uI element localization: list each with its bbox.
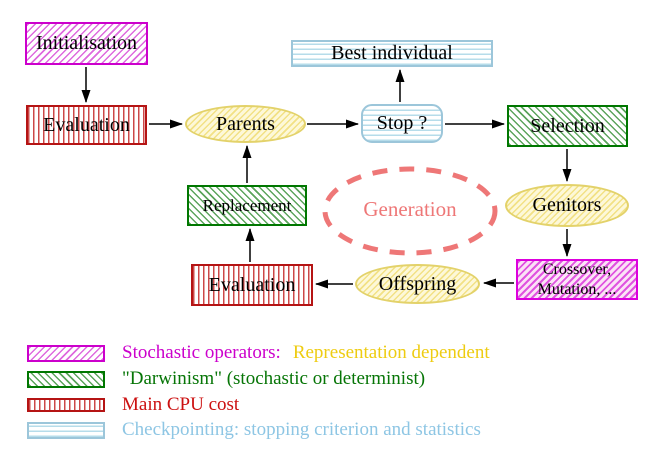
legend-row-checkpointing: Checkpointing: stopping criterion and st… bbox=[27, 419, 481, 441]
legend-swatch-green-diagonal-hatch bbox=[27, 370, 105, 388]
node-offspring-label: Offspring bbox=[378, 272, 457, 295]
legend-swatch-cyan-horizontal-hatch bbox=[27, 421, 105, 439]
node-genitors-label: Genitors bbox=[532, 194, 602, 216]
generation-cycle-ellipse bbox=[322, 166, 498, 256]
node-evaluation-bottom-label: Evaluation bbox=[208, 273, 296, 296]
legend-row-main-cpu-cost: Main CPU cost bbox=[27, 394, 239, 416]
node-parents: Parents bbox=[185, 105, 306, 143]
node-evaluation-top-label: Evaluation bbox=[43, 113, 130, 136]
node-stop: Stop ? bbox=[361, 104, 443, 143]
node-replacement: Replacement bbox=[187, 185, 307, 226]
legend-swatch-red-vertical-hatch bbox=[27, 398, 105, 412]
legend-swatch-magenta-diagonal-hatch bbox=[27, 344, 105, 362]
node-parents-label: Parents bbox=[216, 112, 275, 135]
legend-label-checkpointing: Checkpointing: stopping criterion and st… bbox=[122, 419, 481, 440]
legend-label-main-cpu-cost: Main CPU cost bbox=[122, 394, 240, 415]
legend-row-stochastic-operators: Stochastic operators: Representation dep… bbox=[27, 342, 490, 364]
node-genitors: Genitors bbox=[505, 184, 629, 227]
node-crossover-label-line1: Crossover, bbox=[542, 261, 612, 279]
generation-cycle-label: Generation bbox=[363, 197, 457, 221]
node-initialisation: Initialisation bbox=[25, 22, 148, 65]
node-best-individual-label: Best individual bbox=[331, 42, 453, 64]
node-replacement-label: Replacement bbox=[202, 195, 292, 215]
node-evaluation-bottom: Evaluation bbox=[191, 264, 313, 306]
node-best-individual: Best individual bbox=[291, 40, 493, 67]
legend-label-darwinism: "Darwinism" (stochastic or determinist) bbox=[122, 368, 426, 389]
node-selection: Selection bbox=[507, 105, 628, 147]
node-selection-label: Selection bbox=[530, 114, 605, 137]
node-stop-label: Stop ? bbox=[376, 112, 428, 134]
node-crossover-label-line2: Mutation, ... bbox=[537, 280, 617, 298]
node-crossover-mutation: Crossover, Mutation, ... bbox=[516, 259, 638, 300]
legend-row-darwinism: "Darwinism" (stochastic or determinist) bbox=[27, 368, 425, 390]
node-initialisation-label: Initialisation bbox=[35, 32, 138, 54]
node-offspring: Offspring bbox=[355, 264, 480, 304]
legend-label-representation-dependent: Representation dependent bbox=[292, 342, 490, 363]
legend-label-stochastic-operators: Stochastic operators: bbox=[122, 342, 281, 363]
node-evaluation-top: Evaluation bbox=[26, 105, 147, 145]
